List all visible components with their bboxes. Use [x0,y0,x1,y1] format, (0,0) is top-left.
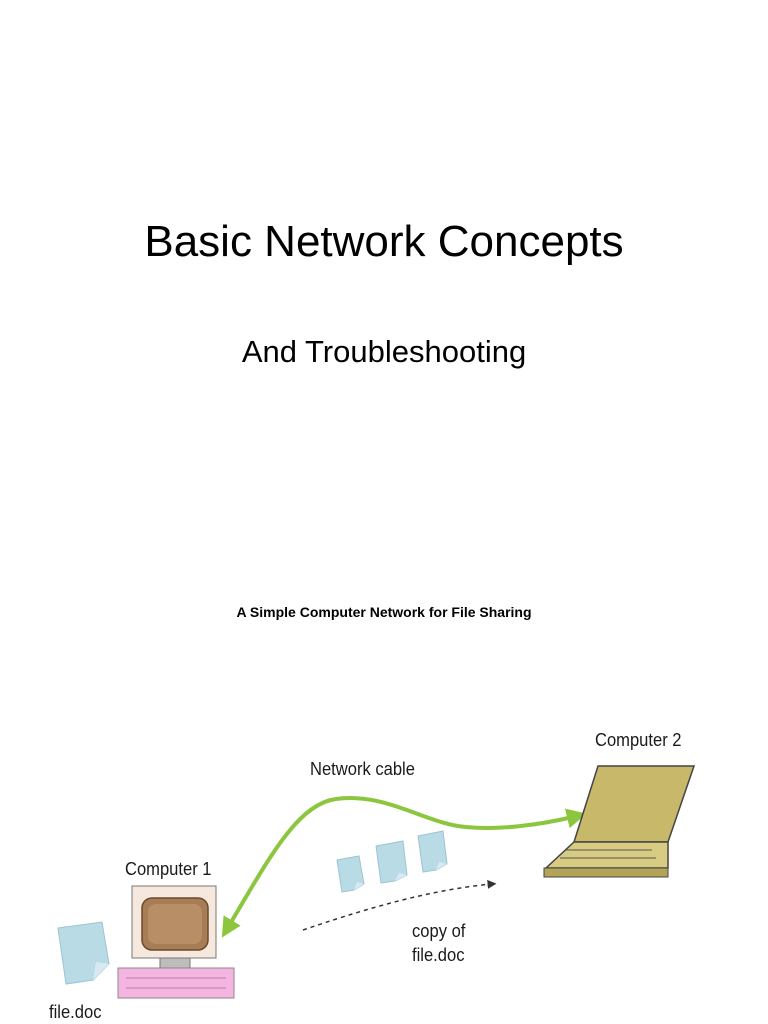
document-icon [336,855,365,893]
copy-label-line-2: file.doc [412,945,465,965]
dashed-copy-arrow [302,879,497,931]
copy-label: copy of file.doc [412,919,465,967]
document-icon [375,840,408,884]
file-doc-label: file.doc [49,1002,102,1022]
document-icon [417,830,448,873]
network-diagram: Computer 1 Computer 2 Network cable copy… [46,664,714,1024]
document-icon [57,921,110,985]
desktop-computer-icon [117,885,235,999]
figure-caption: A Simple Computer Network for File Shari… [236,604,532,620]
copy-label-line-1: copy of [412,921,466,941]
network-cable-arrow [221,796,587,938]
slide-subtitle: And Troubleshooting [241,334,527,369]
laptop-icon [543,765,696,878]
computer-2-label: Computer 2 [595,730,682,750]
slide-title: Basic Network Concepts [144,217,624,266]
network-cable-label: Network cable [310,759,415,779]
network-diagram-graphic [57,765,696,999]
computer-1-label: Computer 1 [125,859,212,879]
